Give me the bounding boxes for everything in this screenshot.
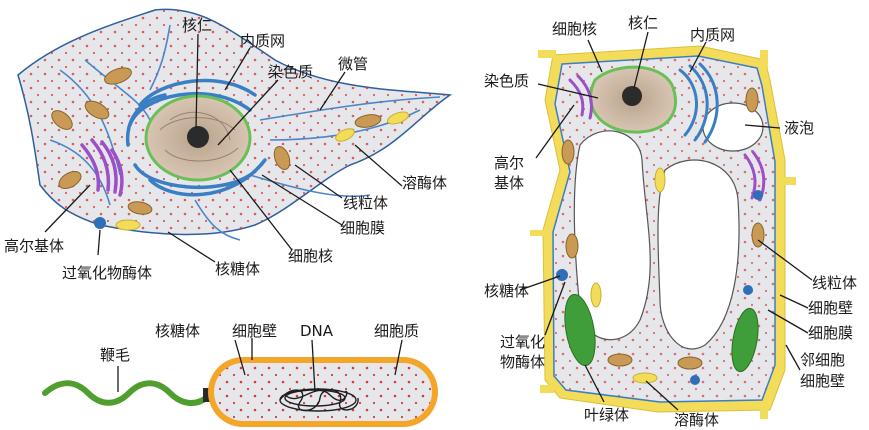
label-animal-nucleus: 细胞核 (288, 247, 333, 265)
label-bacteria-ribosome: 核糖体 (155, 322, 200, 340)
label-animal-er: 内质网 (240, 32, 285, 50)
label-animal-membrane: 细胞膜 (340, 219, 385, 237)
plant-peroxisome (556, 269, 568, 281)
label-animal-chromatin: 染色质 (268, 63, 313, 81)
label-plant-golgi-2: 基体 (494, 174, 524, 192)
label-neighbor-wall-1: 邻细胞 (800, 351, 845, 369)
bacterium (45, 357, 438, 427)
label-animal-ribosome: 核糖体 (215, 260, 260, 278)
flagellum (45, 383, 210, 403)
label-plant-ribosome: 核糖体 (484, 282, 529, 300)
label-animal-peroxisome: 过氧化物酶体 (62, 264, 152, 282)
label-neighbor-wall-2: 细胞壁 (800, 372, 845, 390)
label-plant-chromatin: 染色质 (484, 72, 529, 90)
label-bacteria-wall: 细胞壁 (232, 322, 277, 340)
label-animal-nucleolus: 核仁 (182, 16, 212, 34)
plant-cell (530, 46, 796, 419)
label-plant-nucleus: 细胞核 (552, 20, 597, 38)
label-flagellum: 鞭毛 (100, 346, 130, 364)
label-animal-mitochondrion: 线粒体 (343, 194, 388, 212)
label-plant-peroxisome-2: 物酶体 (500, 353, 545, 371)
label-plant-chloroplast: 叶绿体 (584, 406, 629, 424)
label-plant-lysosome: 溶酶体 (674, 411, 719, 429)
label-animal-lysosome: 溶酶体 (402, 174, 447, 192)
label-animal-microtubule: 微管 (338, 55, 368, 73)
label-plant-wall: 细胞壁 (808, 299, 853, 317)
label-plant-golgi-1: 高尔 (494, 154, 524, 172)
label-plant-er: 内质网 (690, 26, 735, 44)
label-cytoplasm: 细胞质 (374, 322, 419, 340)
animal-nucleolus (187, 126, 209, 148)
label-plant-peroxisome-1: 过氧化 (500, 333, 545, 351)
label-plant-nucleolus: 核仁 (628, 14, 658, 32)
label-plant-membrane: 细胞膜 (808, 324, 853, 342)
label-plant-vacuole: 液泡 (784, 119, 814, 137)
plant-nucleolus (622, 86, 642, 106)
label-plant-mitochondrion: 线粒体 (812, 274, 857, 292)
label-dna: DNA (300, 322, 334, 340)
label-animal-golgi: 高尔基体 (4, 237, 64, 255)
animal-peroxisome (94, 217, 106, 229)
